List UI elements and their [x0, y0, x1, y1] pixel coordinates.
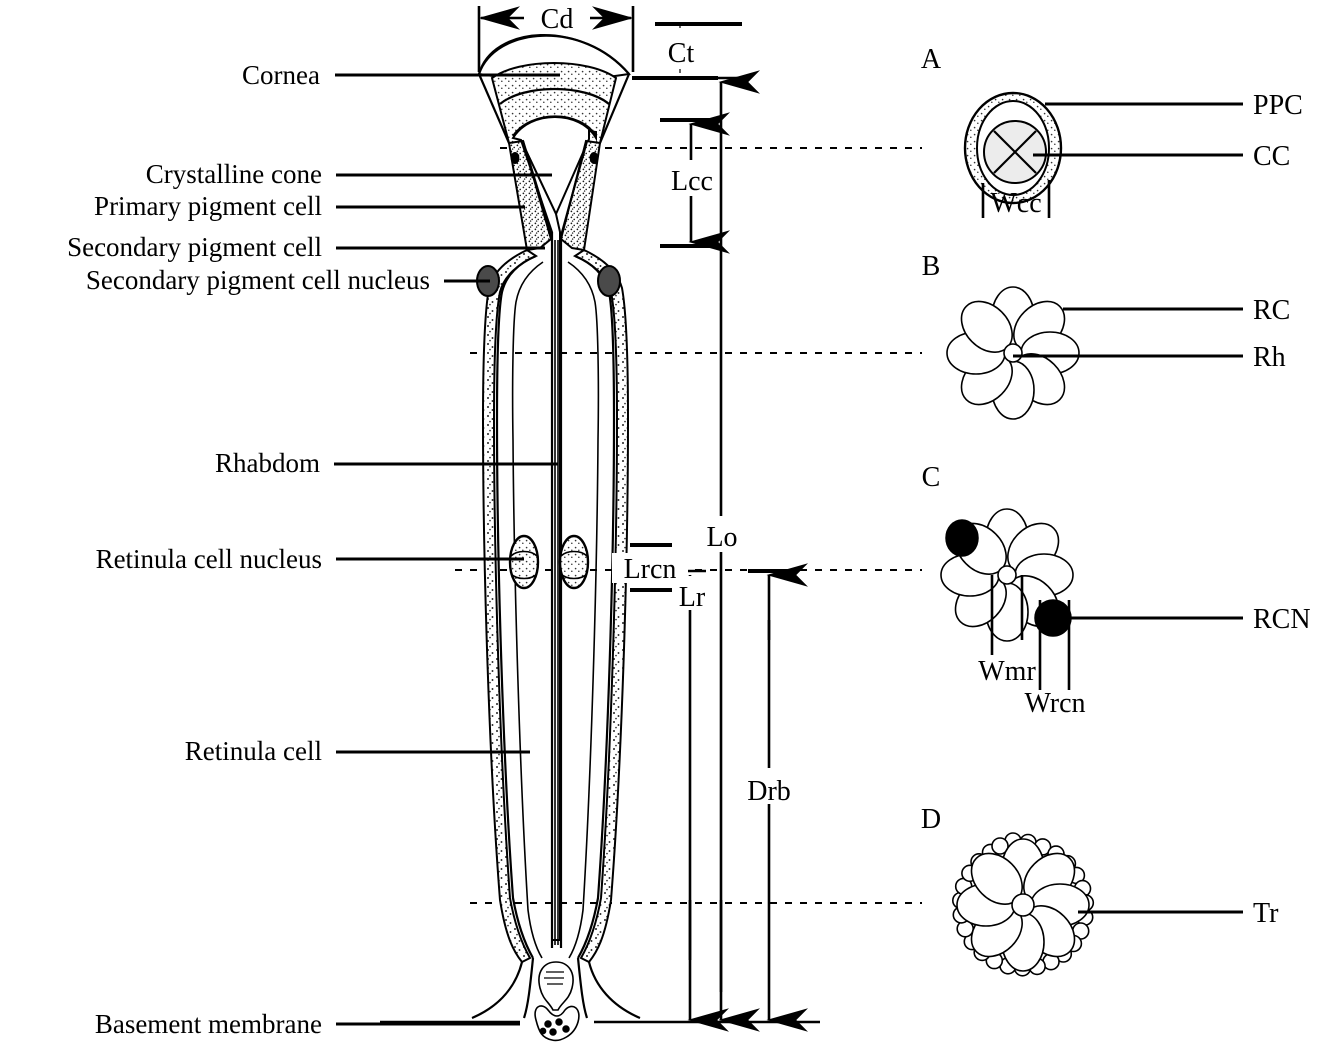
panel-d-rosette — [956, 838, 1090, 972]
panel-b-letter: B — [922, 251, 941, 282]
label-secondary-pigment-cell-nucleus: Secondary pigment cell nucleus — [86, 265, 430, 295]
primary-pigment-cell-nucleus-left — [510, 152, 520, 164]
cone-tip-right — [559, 140, 589, 237]
panel-b-rhabdom — [1003, 343, 1023, 363]
retinula-cell-wall-left — [495, 254, 537, 959]
label-crystalline-cone: Crystalline cone — [146, 159, 322, 189]
cornea-left-flank — [477, 73, 511, 144]
secondary-pigment-cell-nucleus-right — [597, 265, 621, 297]
basement-granule-4 — [549, 1028, 557, 1036]
bm-fiber-left2 — [522, 957, 535, 1019]
dim-label-lo: Lo — [706, 522, 737, 553]
retinula-cell-inner-left — [511, 261, 544, 959]
axon-bulb — [538, 961, 574, 1011]
panel-a: A PPC CC Wcc — [921, 44, 1303, 219]
secondary-pigment-cell-right — [572, 248, 630, 964]
label-cornea: Cornea — [242, 60, 320, 90]
panel-c-label-rcn: RCN — [1253, 604, 1311, 635]
panel-c-nucleus-upper-left — [945, 519, 979, 557]
panel-b-label-rc: RC — [1253, 295, 1290, 326]
dim-label-drb: Drb — [747, 776, 791, 807]
label-secondary-pigment-cell: Secondary pigment cell — [67, 232, 322, 262]
basement-granule-2 — [555, 1018, 563, 1026]
lrcn-label-bg — [612, 553, 688, 583]
retinula-cell-nucleus-right — [558, 534, 590, 590]
dim-label-lr: Lr — [679, 582, 706, 613]
panel-d-label-tr: Tr — [1253, 898, 1279, 929]
label-primary-pigment-cell: Primary pigment cell — [94, 191, 322, 221]
panel-c: C RCN Wmr Wrcn — [922, 462, 1311, 719]
cornea-outer-curve — [477, 34, 630, 75]
cone-tip-left — [521, 140, 554, 237]
dim-label-lcc: Lcc — [671, 166, 713, 197]
bm-fiber-left — [471, 961, 524, 1020]
panel-c-rosette — [940, 508, 1074, 642]
basement-granule-1 — [544, 1020, 552, 1028]
ct-label-bg — [655, 33, 707, 67]
panel-b-rosette — [946, 286, 1080, 420]
panel-a-label-wcc: Wcc — [990, 188, 1041, 219]
axon-bulb-texture — [544, 971, 564, 985]
tracheole — [991, 837, 1009, 855]
dim-label-cd: Cd — [541, 4, 574, 35]
secondary-pigment-cell-left — [481, 248, 539, 964]
panel-c-label-wrcn: Wrcn — [1024, 688, 1085, 719]
drb-label-bg — [740, 768, 802, 804]
cone-shell-inner-curve — [499, 87, 610, 105]
panel-d-rhabdom — [1011, 893, 1035, 917]
panel-c-rhabdom — [997, 565, 1017, 585]
primary-pigment-cell-right — [559, 139, 602, 252]
label-rhabdom: Rhabdom — [215, 448, 320, 478]
cd-label-bg — [524, 3, 590, 33]
cone-shell — [490, 62, 618, 144]
retinula-cell-nucleus-left — [508, 534, 540, 590]
label-retinula-cell: Retinula cell — [185, 736, 322, 766]
ommatidium-longitudinal-section — [380, 33, 820, 1042]
panel-a-label-cc: CC — [1253, 141, 1290, 172]
panel-b-label-rh: Rh — [1253, 342, 1286, 373]
cornea-right-flank — [598, 73, 631, 144]
panel-a-cone-divider-2 — [993, 130, 1037, 174]
label-basement-membrane: Basement membrane — [95, 1009, 322, 1039]
panel-c-letter: C — [922, 462, 941, 493]
lcc-label-bg — [660, 160, 724, 196]
bm-fiber-right2 — [576, 957, 589, 1019]
panel-d-letter: D — [921, 804, 941, 835]
dim-label-lrcn: Lrcn — [624, 554, 677, 585]
crystalline-cone-arch — [512, 115, 597, 137]
primary-pigment-cell-nucleus-right — [589, 152, 599, 164]
lo-label-bg — [700, 516, 748, 552]
panel-c-label-wmr: Wmr — [978, 656, 1036, 687]
basement-granule-5 — [539, 1027, 547, 1035]
panel-a-label-ppc: PPC — [1253, 90, 1303, 121]
bm-fiber-right — [587, 961, 641, 1020]
label-retinula-cell-nucleus: Retinula cell nucleus — [96, 544, 322, 574]
basement-granule-3 — [562, 1025, 570, 1033]
dimension-group: Cd Ct Lcc Lo Lr Lrcn — [477, 3, 808, 1032]
panel-b: B RC Rh — [922, 251, 1290, 420]
retinula-cell-inner-right — [567, 261, 600, 959]
panel-d: D — [921, 804, 1279, 977]
left-label-group: Cornea Crystalline cone Primary pigment … — [67, 60, 560, 1039]
dim-label-ct: Ct — [668, 38, 695, 69]
panel-a-letter: A — [921, 44, 942, 75]
